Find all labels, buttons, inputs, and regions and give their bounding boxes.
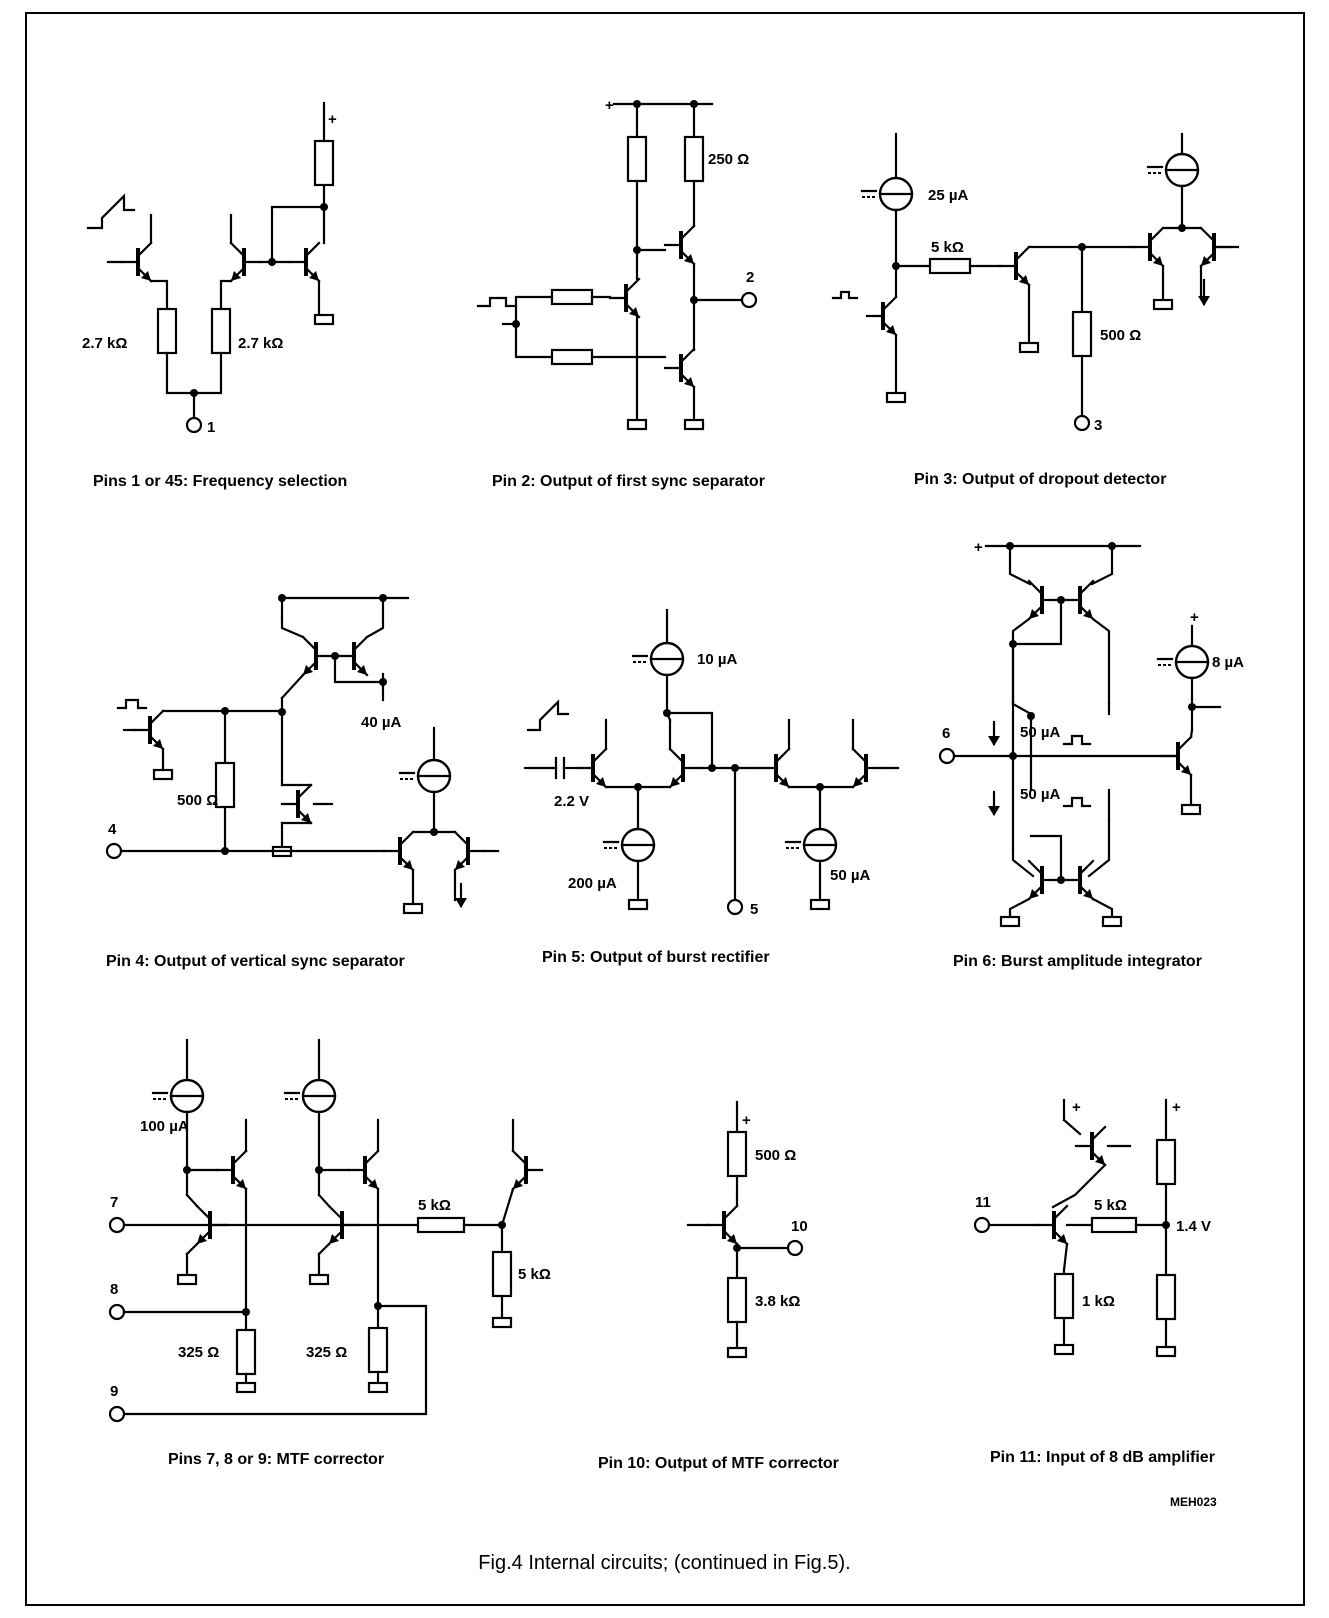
label-325-b: 325 Ω [306, 1344, 347, 1361]
supply-plus: + [328, 111, 337, 128]
pin-2-label: 2 [746, 269, 754, 286]
label-100ua: 100 µA [140, 1118, 189, 1135]
page-frame [25, 12, 1305, 1606]
label-5k-series: 5 kΩ [418, 1197, 451, 1214]
label-5k: 5 kΩ [1094, 1197, 1127, 1214]
label-500: 500 Ω [1100, 327, 1141, 344]
pin-10-label: 10 [791, 1218, 808, 1235]
label-50ua-bottom: 50 µA [1020, 786, 1060, 803]
label-250: 250 Ω [708, 151, 749, 168]
caption-circuit-8: Pin 10: Output of MTF corrector [598, 1455, 839, 1472]
supply-plus: + [605, 97, 614, 114]
label-5k: 5 kΩ [931, 239, 964, 256]
pin-8-label: 8 [110, 1281, 118, 1298]
circuit-vertical-sync-separator: 40 µA 500 Ω 4 Pin 4: Output of vertical … [105, 594, 500, 970]
caption-circuit-3: Pin 3: Output of dropout detector [914, 471, 1166, 488]
circuit-dropout-detector: 25 µA 5 kΩ 500 Ω 3 Pin 3: Output of drop… [831, 132, 1240, 488]
label-r1: 2.7 kΩ [82, 335, 127, 352]
caption-circuit-9: Pin 11: Input of 8 dB amplifier [990, 1449, 1215, 1466]
label-500: 500 Ω [177, 792, 218, 809]
label-8ua: 8 µA [1212, 654, 1244, 671]
pin-6-label: 6 [942, 725, 950, 742]
pin-7-label: 7 [110, 1194, 118, 1211]
pin-9-label: 9 [110, 1383, 118, 1400]
label-5k-shunt: 5 kΩ [518, 1266, 551, 1283]
pin-11-label: 11 [975, 1194, 991, 1211]
circuit-8db-amplifier-input: + + 5 kΩ 1.4 V 1 kΩ 11 Pin 11: Input of … [973, 1098, 1215, 1466]
circuit-mtf-corrector: 100 µA 5 kΩ 5 kΩ 325 Ω 325 Ω 7 8 9 Pins … [108, 1038, 551, 1468]
pin-3-label: 3 [1094, 417, 1102, 434]
caption-circuit-5: Pin 5: Output of burst rectifier [542, 949, 770, 966]
label-r2: 2.7 kΩ [238, 335, 283, 352]
circuit-mtf-output: + 500 Ω 3.8 kΩ 10 Pin 10: Output of MTF … [598, 1100, 839, 1472]
label-1v4: 1.4 V [1176, 1218, 1211, 1235]
pin-4-label: 4 [108, 821, 117, 838]
figure-caption: Fig.4 Internal circuits; (continued in F… [478, 1552, 851, 1574]
caption-circuit-4: Pin 4: Output of vertical sync separator [106, 953, 405, 970]
label-325-a: 325 Ω [178, 1344, 219, 1361]
label-50ua-top: 50 µA [1020, 724, 1060, 741]
circuit-frequency-selection: 2.7 kΩ 2.7 kΩ 1 + Pins 1 or 45: Frequenc… [82, 101, 347, 490]
supply-plus: + [974, 539, 983, 556]
caption-circuit-2: Pin 2: Output of first sync separator [492, 473, 765, 490]
label-50ua: 50 µA [830, 867, 870, 884]
caption-circuit-6: Pin 6: Burst amplitude integrator [953, 953, 1202, 970]
circuit-burst-amplitude-integrator: + [938, 539, 1244, 970]
circuit-first-sync-separator: + 2 250 Ω Pin 2: Output of first sync se… [476, 97, 765, 490]
caption-circuit-7: Pins 7, 8 or 9: MTF corrector [168, 1451, 384, 1468]
circuit-burst-rectifier: 10 µA 2.2 V 200 µA 50 µA 5 Pin 5: Output… [523, 608, 900, 966]
caption-circuit-1: Pins 1 or 45: Frequency selection [93, 473, 347, 490]
label-10ua: 10 µA [697, 651, 737, 668]
supply-plus: + [742, 1112, 751, 1129]
label-200ua: 200 µA [568, 875, 617, 892]
label-25ua: 25 µA [928, 187, 968, 204]
label-3k8: 3.8 kΩ [755, 1293, 800, 1310]
label-500: 500 Ω [755, 1147, 796, 1164]
supply-plus-2: + [1190, 609, 1199, 626]
label-2v2: 2.2 V [554, 793, 589, 810]
pin-5-label: 5 [750, 901, 758, 918]
supply-plus: + [1072, 1099, 1081, 1116]
figure-code: MEH023 [1170, 1495, 1217, 1509]
supply-plus-2: + [1172, 1099, 1181, 1116]
label-1k: 1 kΩ [1082, 1293, 1115, 1310]
pin-1-label: 1 [207, 419, 215, 436]
label-40ua: 40 µA [361, 714, 401, 731]
